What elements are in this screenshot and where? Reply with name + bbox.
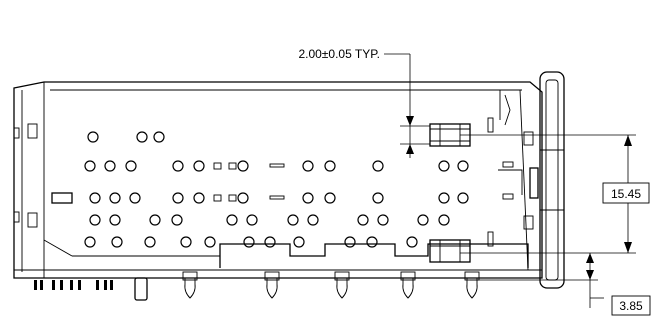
vent-hole bbox=[438, 160, 450, 172]
signal-pin bbox=[60, 280, 63, 290]
vent-hole bbox=[372, 160, 384, 172]
vent-slot bbox=[213, 194, 222, 202]
press-fit-tail bbox=[184, 278, 196, 299]
vent-hole bbox=[136, 131, 148, 143]
vent-hole bbox=[109, 192, 121, 204]
press-fit-tail bbox=[266, 278, 278, 299]
vent-hole bbox=[246, 214, 258, 226]
vent-hole bbox=[438, 214, 450, 226]
signal-pin bbox=[34, 280, 37, 290]
vent-hole bbox=[172, 160, 184, 172]
vent-hole bbox=[89, 192, 101, 204]
pitch-dimension-label: 2.00±0.05 TYP. bbox=[298, 47, 380, 61]
vent-hole bbox=[324, 160, 336, 172]
tail-base bbox=[334, 271, 350, 281]
signal-pin bbox=[70, 280, 73, 290]
signal-pin bbox=[96, 280, 99, 290]
tail-base bbox=[182, 271, 198, 281]
vent-hole bbox=[172, 192, 184, 204]
bottom-pins bbox=[34, 271, 480, 301]
vent-slot bbox=[269, 163, 285, 168]
vent-slot bbox=[228, 162, 237, 170]
vent-hole bbox=[87, 131, 99, 143]
tail-base bbox=[400, 271, 416, 281]
signal-pin bbox=[110, 280, 113, 290]
vent-hole bbox=[109, 214, 121, 226]
press-fit-tail bbox=[336, 278, 348, 299]
vent-hole bbox=[149, 214, 161, 226]
vent-hole bbox=[89, 214, 101, 226]
vent-hole bbox=[372, 192, 384, 204]
tail-base bbox=[264, 271, 280, 281]
vent-hole bbox=[171, 214, 183, 226]
press-fit-tail bbox=[402, 278, 414, 299]
vent-hole bbox=[226, 214, 238, 226]
cage-body bbox=[13, 81, 543, 279]
height-dimension-label: 15.45 bbox=[611, 187, 641, 201]
vent-hole bbox=[417, 214, 429, 226]
vent-hole bbox=[438, 192, 450, 204]
vent-hole bbox=[153, 131, 165, 143]
vent-hole bbox=[377, 214, 389, 226]
signal-pin bbox=[40, 280, 43, 290]
vent-hole bbox=[193, 192, 205, 204]
vent-hole bbox=[357, 214, 369, 226]
vent-hole bbox=[287, 214, 299, 226]
vent-hole bbox=[366, 236, 378, 248]
vent-hole bbox=[302, 160, 314, 172]
vent-hole bbox=[84, 236, 96, 248]
offset-dimension-label: 3.85 bbox=[619, 299, 643, 313]
guide-post bbox=[134, 277, 148, 301]
vent-hole bbox=[344, 236, 356, 248]
vent-hole bbox=[302, 192, 314, 204]
vent-slot bbox=[213, 162, 222, 170]
lower-latch-window bbox=[429, 239, 471, 263]
vent-hole bbox=[457, 160, 469, 172]
vent-hole bbox=[293, 236, 305, 248]
vent-hole bbox=[111, 236, 123, 248]
vent-hole-pattern bbox=[84, 131, 469, 248]
vent-hole bbox=[307, 214, 319, 226]
offset-dimension: 3.85 bbox=[470, 253, 651, 316]
vent-hole bbox=[324, 192, 336, 204]
signal-pin bbox=[104, 280, 107, 290]
vent-hole bbox=[180, 236, 192, 248]
pitch-dimension: 2.00±0.05 TYP. bbox=[298, 47, 430, 158]
height-dimension: 15.45 bbox=[460, 134, 650, 254]
signal-pin bbox=[78, 280, 81, 290]
right-tabs bbox=[487, 117, 539, 247]
vent-hole bbox=[129, 192, 141, 204]
vent-hole bbox=[204, 236, 216, 248]
vent-hole bbox=[84, 160, 96, 172]
vent-hole bbox=[125, 160, 137, 172]
vent-hole bbox=[243, 236, 255, 248]
signal-pin bbox=[52, 280, 55, 290]
vent-hole bbox=[457, 192, 469, 204]
left-tabs bbox=[13, 123, 220, 257]
vent-hole bbox=[264, 236, 276, 248]
front-bezel bbox=[539, 71, 565, 289]
bottom-flange bbox=[219, 243, 529, 268]
press-fit-tail bbox=[466, 278, 478, 299]
vent-slot bbox=[269, 195, 285, 200]
vent-hole bbox=[144, 236, 156, 248]
vent-slot bbox=[228, 194, 237, 202]
vent-hole bbox=[237, 192, 249, 204]
vent-hole bbox=[406, 236, 418, 248]
vent-hole bbox=[104, 160, 116, 172]
vent-hole bbox=[193, 160, 205, 172]
vent-hole bbox=[237, 160, 249, 172]
